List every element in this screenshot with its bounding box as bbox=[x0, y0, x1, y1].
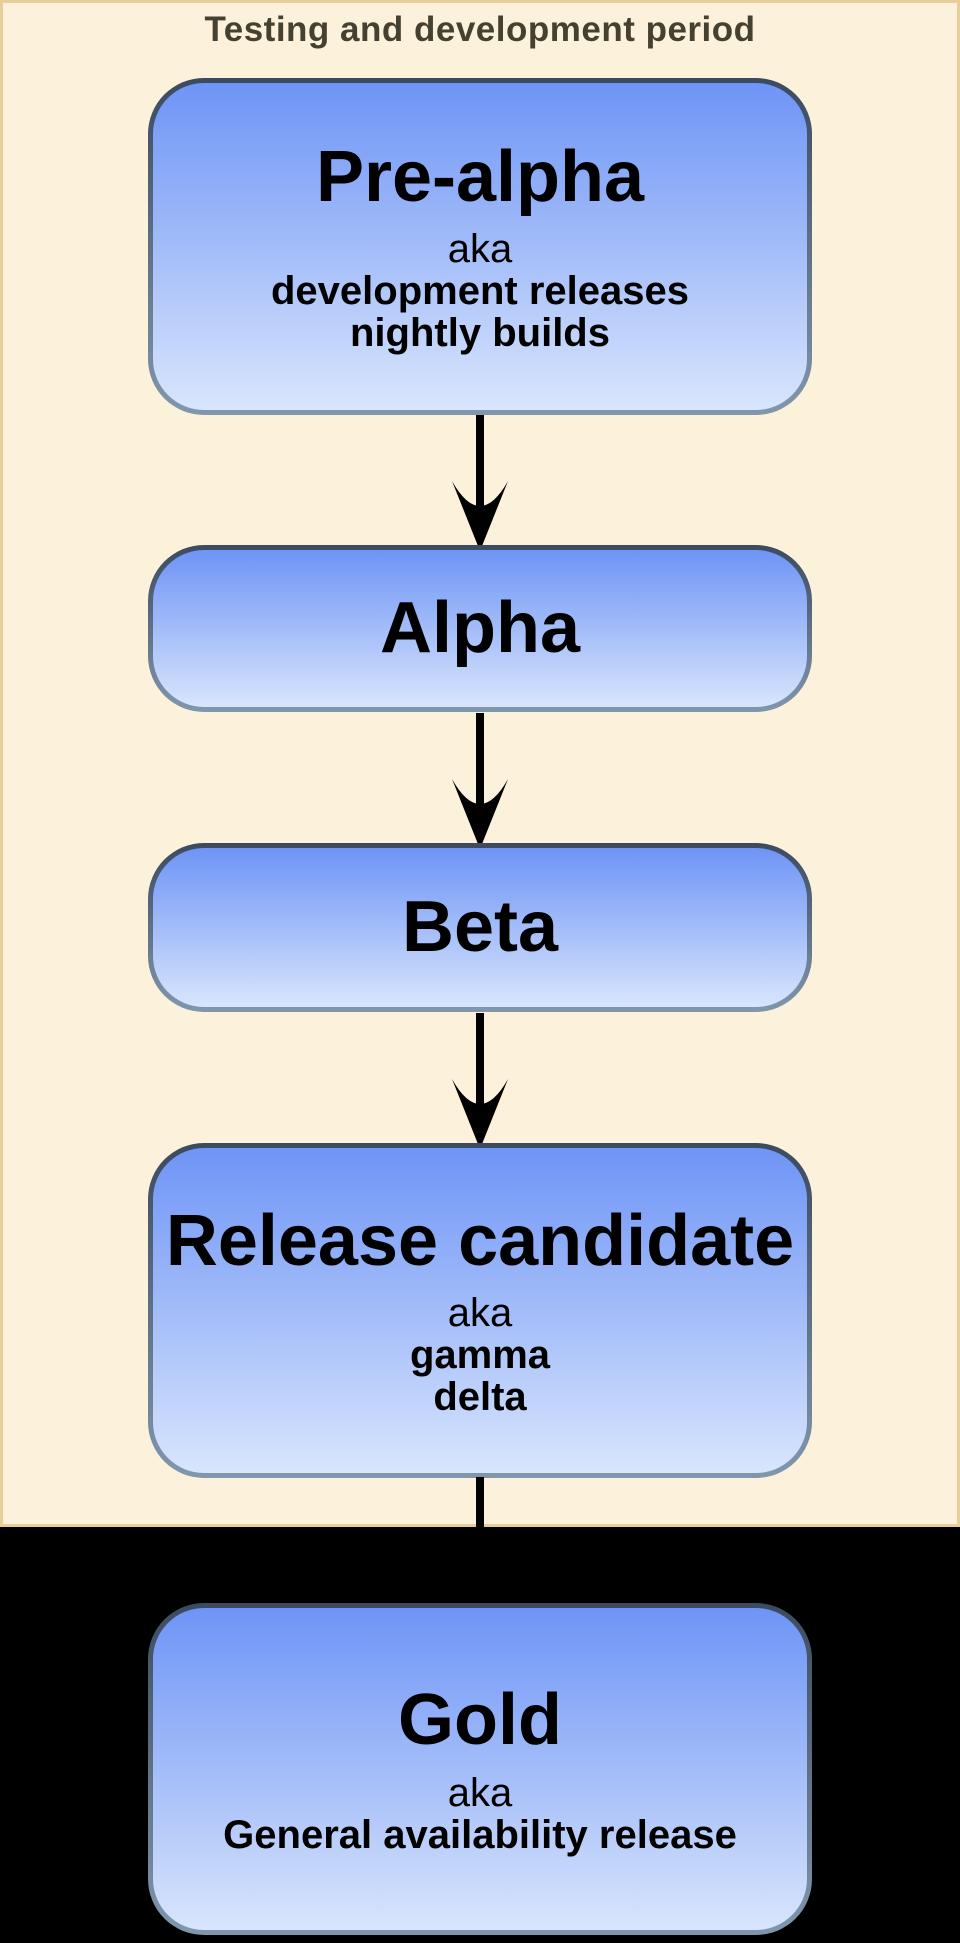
stage-box-pre-alpha-fill: Pre-alpha aka development releases night… bbox=[153, 83, 807, 410]
subtitle-line: delta bbox=[433, 1375, 527, 1420]
stage-box-pre-alpha: Pre-alpha aka development releases night… bbox=[148, 78, 812, 415]
stage-box-gold-fill: Gold aka General availability release bbox=[153, 1608, 807, 1930]
stage-box-beta-fill: Beta bbox=[153, 848, 807, 1007]
subtitle-line: aka bbox=[447, 1291, 513, 1336]
period-title: Testing and development period bbox=[204, 10, 756, 49]
stage-box-release-candidate: Release candidate aka gamma delta bbox=[148, 1143, 812, 1478]
subtitle-line: General availability release bbox=[223, 1812, 737, 1857]
stage-title: Release candidate bbox=[165, 1200, 795, 1281]
stage-title: Beta bbox=[401, 886, 559, 967]
subtitle-line: aka bbox=[447, 227, 513, 272]
subtitle-line: aka bbox=[447, 1770, 513, 1815]
stage-subtitle: aka development releases nightly builds bbox=[271, 228, 689, 354]
stage-box-alpha: Alpha bbox=[148, 545, 812, 712]
arrow-down-icon bbox=[452, 1013, 508, 1149]
subtitle-line: gamma bbox=[409, 1333, 551, 1378]
subtitle-line: nightly builds bbox=[350, 311, 610, 356]
stage-subtitle: aka General availability release bbox=[223, 1772, 737, 1856]
stage-title: Pre-alpha bbox=[315, 136, 645, 217]
stage-subtitle: aka gamma delta bbox=[410, 1292, 550, 1418]
stage-box-beta: Beta bbox=[148, 843, 812, 1012]
stage-title: Gold bbox=[398, 1680, 562, 1761]
stage-box-release-candidate-fill: Release candidate aka gamma delta bbox=[153, 1148, 807, 1473]
arrow-down-icon bbox=[452, 1477, 508, 1613]
arrow-down-icon bbox=[452, 415, 508, 551]
stage-box-gold: Gold aka General availability release bbox=[148, 1603, 812, 1935]
subtitle-line: development releases bbox=[271, 269, 689, 314]
stage-box-alpha-fill: Alpha bbox=[153, 550, 807, 707]
stage-title: Alpha bbox=[379, 587, 580, 668]
arrow-down-icon bbox=[452, 713, 508, 849]
